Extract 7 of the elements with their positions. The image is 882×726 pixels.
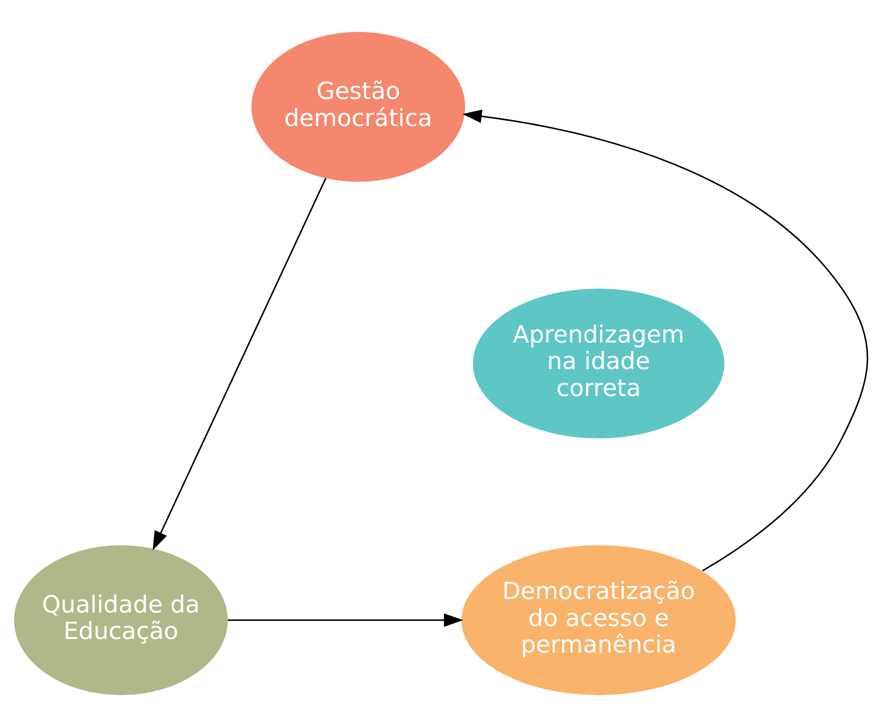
arrow	[152, 177, 326, 550]
node-ellipse: Gestão democrática	[251, 31, 466, 182]
node-ellipse: Democratização do acesso e permanência	[461, 544, 736, 695]
node-ellipse: Aprendizagem na idade correta	[472, 288, 724, 438]
arrow	[228, 612, 464, 626]
node-ellipse: Qualidade da Educação	[14, 544, 228, 695]
arrow	[462, 109, 868, 571]
